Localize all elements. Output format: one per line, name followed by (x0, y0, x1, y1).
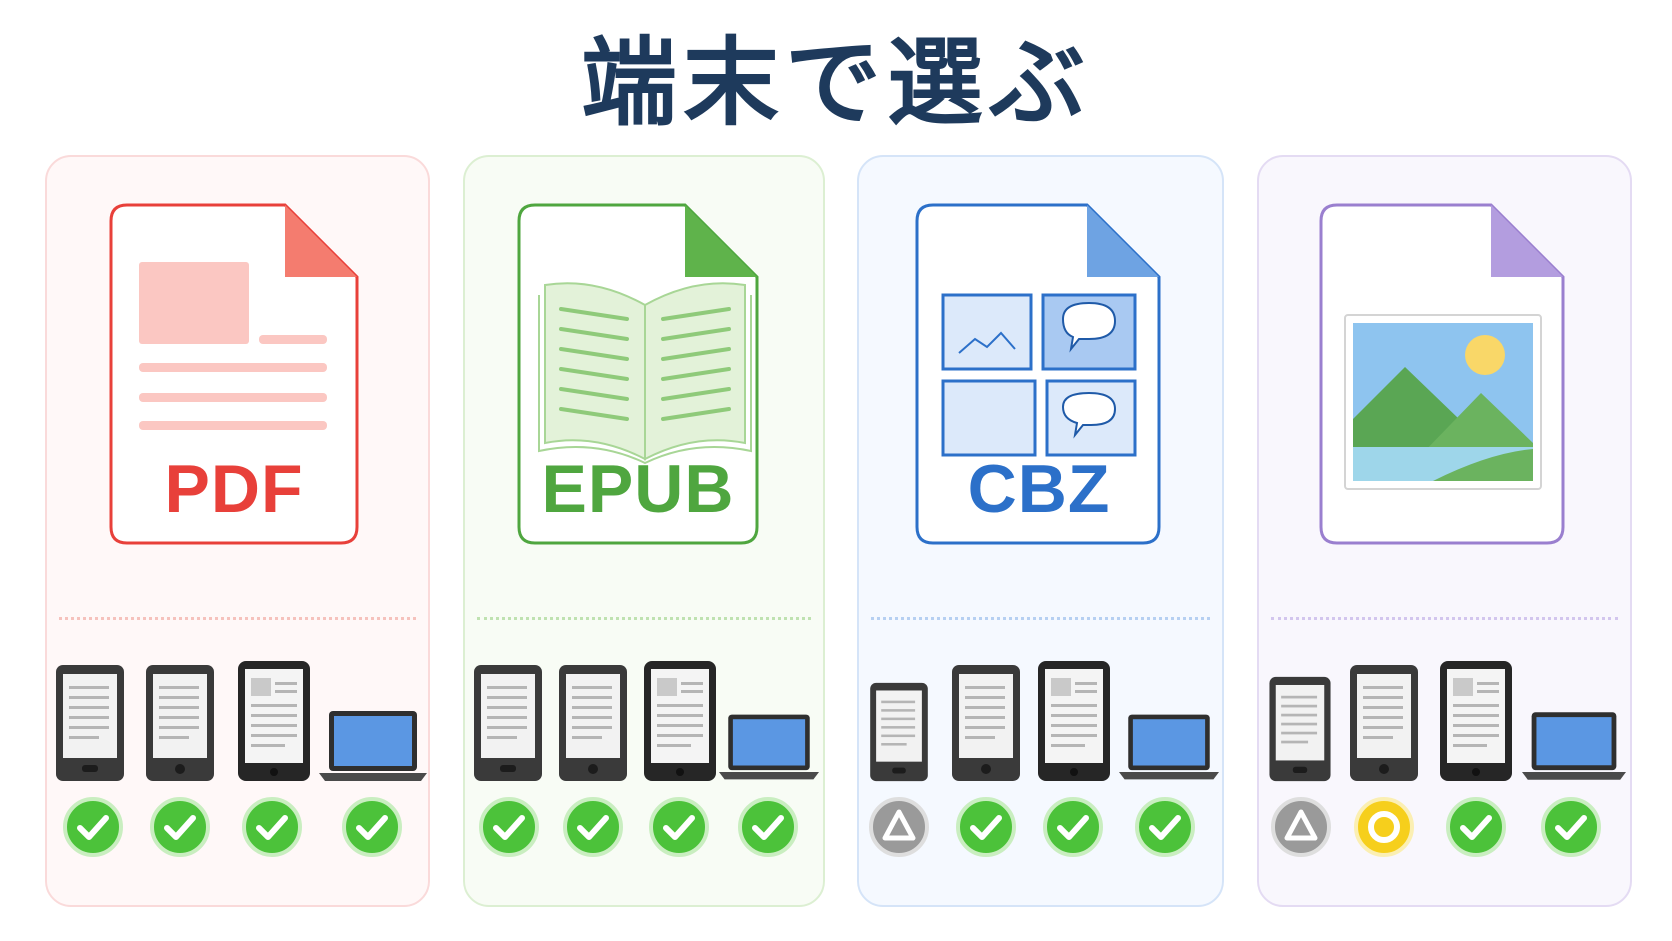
card-divider (59, 617, 416, 620)
triangle-icon (1271, 797, 1331, 857)
laptop-icon (1119, 714, 1219, 780)
format-label: CBZ (968, 451, 1111, 527)
laptop-icon (319, 711, 427, 781)
e-reader-icon (146, 665, 214, 781)
check-icon (738, 797, 798, 857)
e-reader-icon (56, 665, 124, 781)
image-format-card (1257, 155, 1632, 907)
epub-format-card: EPUB (463, 155, 825, 907)
check-icon (1541, 797, 1601, 857)
cbz-format-card: CBZ (857, 155, 1224, 907)
device-row (465, 647, 823, 782)
device-row (859, 647, 1222, 782)
check-icon (649, 797, 709, 857)
circle-icon (1354, 797, 1414, 857)
laptop-icon (1522, 712, 1626, 780)
check-icon (1446, 797, 1506, 857)
card-divider (477, 617, 811, 620)
pdf-document-icon: PDF (109, 203, 359, 545)
check-icon (342, 797, 402, 857)
check-icon (150, 797, 210, 857)
format-label: PDF (165, 451, 304, 527)
support-row (859, 797, 1222, 877)
tablet-icon (644, 661, 716, 781)
e-reader-icon (952, 665, 1020, 781)
device-row (47, 647, 428, 782)
check-icon (63, 797, 123, 857)
open-book-icon: EPUB (517, 203, 759, 545)
card-divider (871, 617, 1210, 620)
e-reader-icon (1269, 676, 1331, 782)
support-row (465, 797, 823, 877)
e-reader-icon (870, 682, 928, 782)
tablet-icon (1038, 661, 1110, 781)
comic-panels-icon: CBZ (915, 203, 1161, 545)
card-divider (1271, 617, 1618, 620)
tablet-icon (238, 661, 310, 781)
device-row (1259, 647, 1630, 782)
e-reader-icon (1350, 665, 1418, 781)
check-icon (479, 797, 539, 857)
check-icon (956, 797, 1016, 857)
landscape-image-icon (1319, 203, 1565, 545)
format-label: EPUB (542, 451, 735, 527)
tablet-icon (1440, 661, 1512, 781)
e-reader-icon (559, 665, 627, 781)
e-reader-icon (474, 665, 542, 781)
pdf-format-card: PDF (45, 155, 430, 907)
check-icon (242, 797, 302, 857)
support-row (1259, 797, 1630, 877)
check-icon (1043, 797, 1103, 857)
triangle-icon (869, 797, 929, 857)
laptop-icon (719, 714, 819, 780)
page-title: 端末で選ぶ (581, 27, 1091, 139)
check-icon (563, 797, 623, 857)
support-row (47, 797, 428, 877)
check-icon (1135, 797, 1195, 857)
